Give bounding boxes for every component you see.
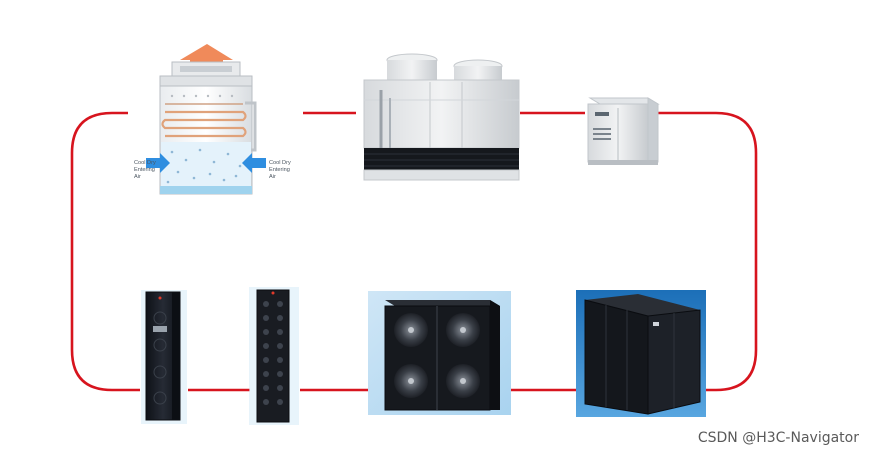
outdoor-condensing-unit (588, 98, 658, 165)
pipe-left-top (72, 113, 140, 390)
rear-door-rack-cooler (249, 287, 299, 425)
tower-left-label-1: Cool Dry (134, 160, 156, 166)
tower-right-label-1: Cool Dry (269, 160, 291, 166)
watermark-text: CSDN @H3C-Navigator (698, 430, 859, 446)
tower-left-label-3: Air (134, 174, 141, 180)
tower-right-label-3: Air (269, 174, 276, 180)
closed-circuit-cooler (364, 54, 519, 180)
fan-wall-unit (368, 291, 511, 415)
precision-air-conditioner (576, 290, 706, 417)
tower-right-label-2: Entering (269, 167, 290, 173)
in-row-rack-cooler (141, 290, 187, 424)
cooling-tower-diagram: Cool Dry Entering Air Cool Dry Entering … (134, 44, 291, 194)
tower-left-label-2: Entering (134, 167, 155, 173)
